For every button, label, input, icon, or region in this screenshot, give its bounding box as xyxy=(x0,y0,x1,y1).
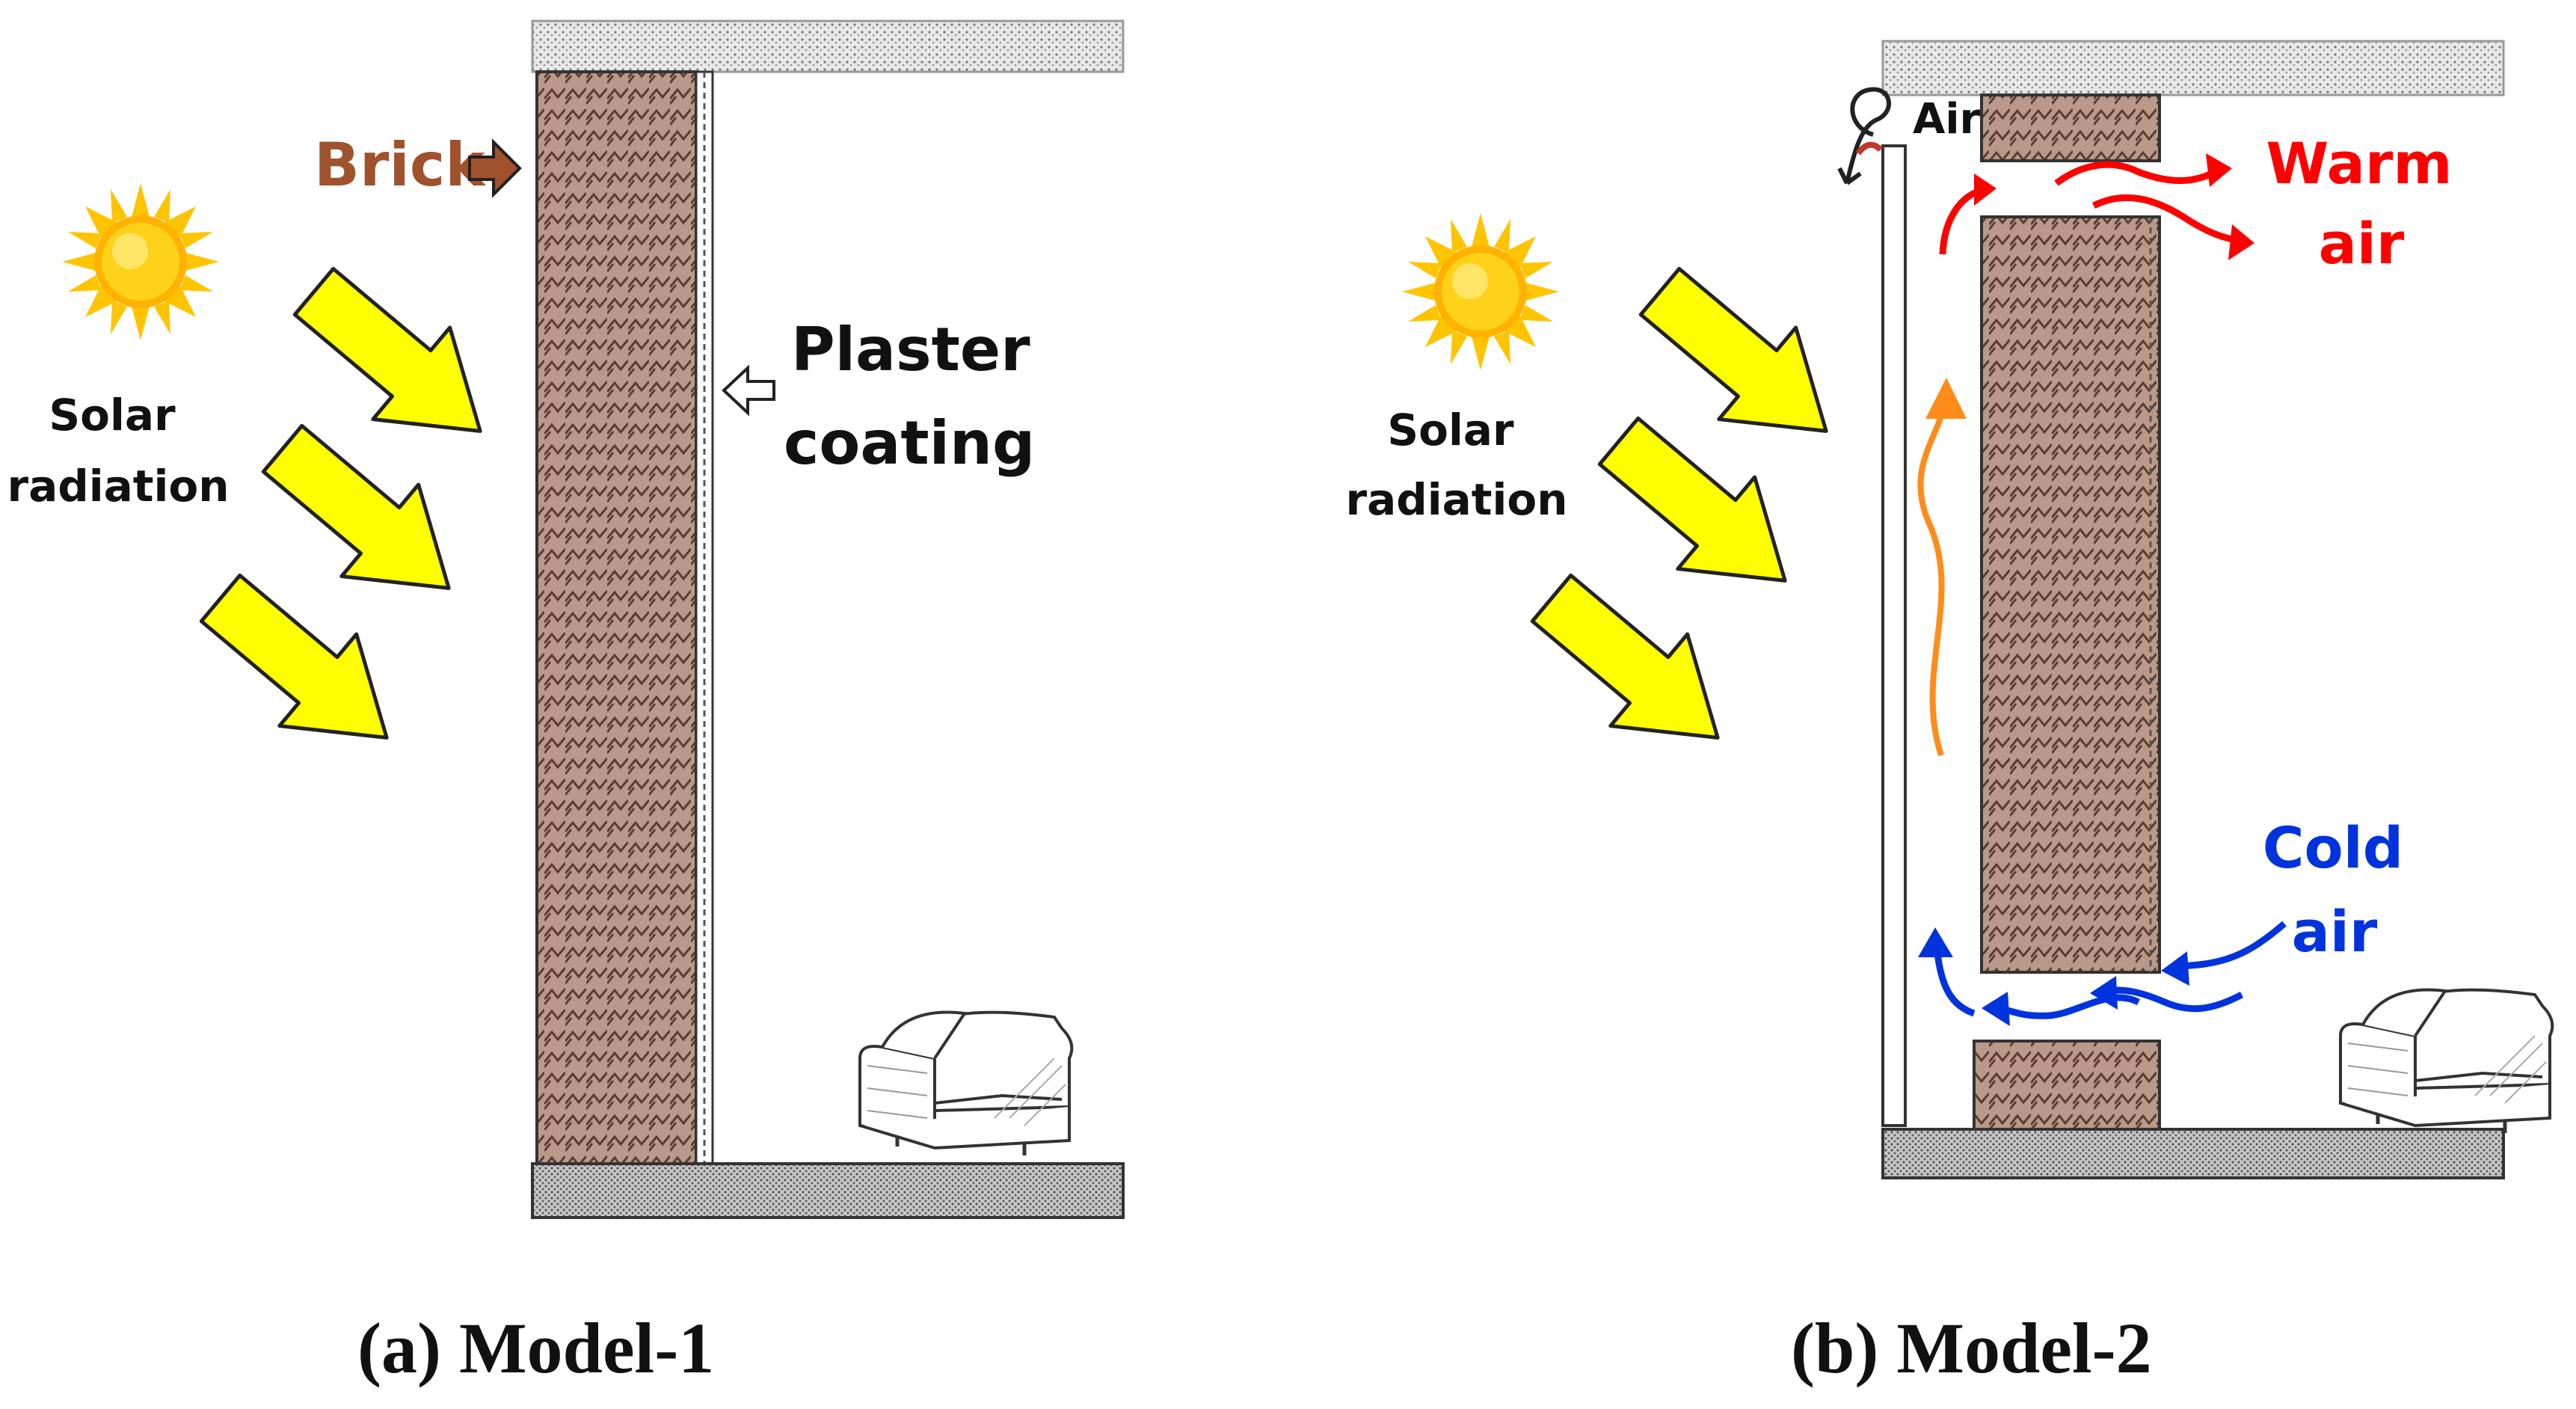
warm-label-line2: air xyxy=(2319,210,2405,277)
solar-label-line2: radiation xyxy=(1345,474,1567,525)
plaster-pointer-icon xyxy=(722,364,775,417)
ceiling-slab xyxy=(1881,40,2505,96)
caption-a-text: ) Model-1 xyxy=(417,1308,714,1388)
cold-air-arrowhead-3 xyxy=(1982,992,2010,1026)
caption-b: (b) Model-2 xyxy=(1791,1308,2152,1388)
glazing-layer xyxy=(1881,144,1907,1127)
warm-air-arrowhead-1 xyxy=(1974,174,1996,206)
air-label: Air xyxy=(1913,95,1981,144)
brick-wall xyxy=(535,70,698,1165)
brick-wall xyxy=(1980,215,2161,974)
cold-air-arrow-1 xyxy=(2170,921,2287,972)
caption-b-open: ( xyxy=(1791,1308,1815,1388)
rising-air-arrow xyxy=(1917,392,1949,757)
cold-air-arrowhead-4 xyxy=(1918,927,1953,957)
warm-air-arrow-2 xyxy=(2054,161,2213,186)
solar-arrow-2 xyxy=(1581,396,1824,627)
model-1-diagram: Solar radiation Brick Plaster coating xyxy=(7,19,1125,1219)
armchair-icon xyxy=(860,1012,1072,1155)
floor-slab xyxy=(1881,1128,2505,1179)
solar-arrow-3 xyxy=(1513,553,1756,784)
air-vent-flap xyxy=(1855,141,1883,156)
caption-b-letter: b xyxy=(1815,1308,1854,1388)
caption-a-letter: a xyxy=(381,1308,417,1388)
lower-vent-brick xyxy=(1973,1040,2161,1131)
cold-label-line2: air xyxy=(2292,898,2378,965)
warm-label-line1: Warm xyxy=(2266,130,2452,197)
cold-air-arrowhead-1 xyxy=(2161,951,2189,986)
model-2-diagram: Air Solar radiation Warm air Cold air xyxy=(1345,40,2552,1179)
plaster-label-line1: Plaster xyxy=(791,315,1030,384)
armchair-icon xyxy=(2340,989,2552,1133)
solar-arrow-3 xyxy=(182,553,425,784)
brick-pointer-icon xyxy=(468,138,522,198)
air-vent-icon xyxy=(1837,87,1891,185)
cold-air-arrow-4 xyxy=(1933,945,1976,1017)
upper-vent-brick xyxy=(1980,93,2161,162)
caption-a-open: ( xyxy=(357,1308,381,1388)
solar-label-line2: radiation xyxy=(7,461,229,512)
solar-arrow-2 xyxy=(245,403,488,634)
caption-b-text: ) Model-2 xyxy=(1854,1308,2151,1388)
solar-label-line1: Solar xyxy=(49,390,176,440)
caption-a: (a) Model-1 xyxy=(357,1308,714,1388)
floor-slab xyxy=(531,1162,1125,1219)
warm-air-arrowhead-3 xyxy=(2228,224,2254,260)
ceiling-slab xyxy=(531,19,1125,73)
cold-label-line1: Cold xyxy=(2263,814,2403,881)
warm-air-arrow-3 xyxy=(2091,194,2244,245)
sun-icon xyxy=(1402,213,1559,370)
solar-label-line1: Solar xyxy=(1387,405,1514,455)
rising-air-arrowhead xyxy=(1925,378,1967,419)
warm-air-arrowhead-2 xyxy=(2206,153,2232,187)
brick-label: Brick xyxy=(314,130,486,200)
cold-air-arrow-2 xyxy=(2104,986,2244,1013)
plaster-label-line2: coating xyxy=(784,408,1035,478)
cold-air-arrow-3 xyxy=(1996,994,2141,1019)
sun-icon xyxy=(62,183,219,340)
